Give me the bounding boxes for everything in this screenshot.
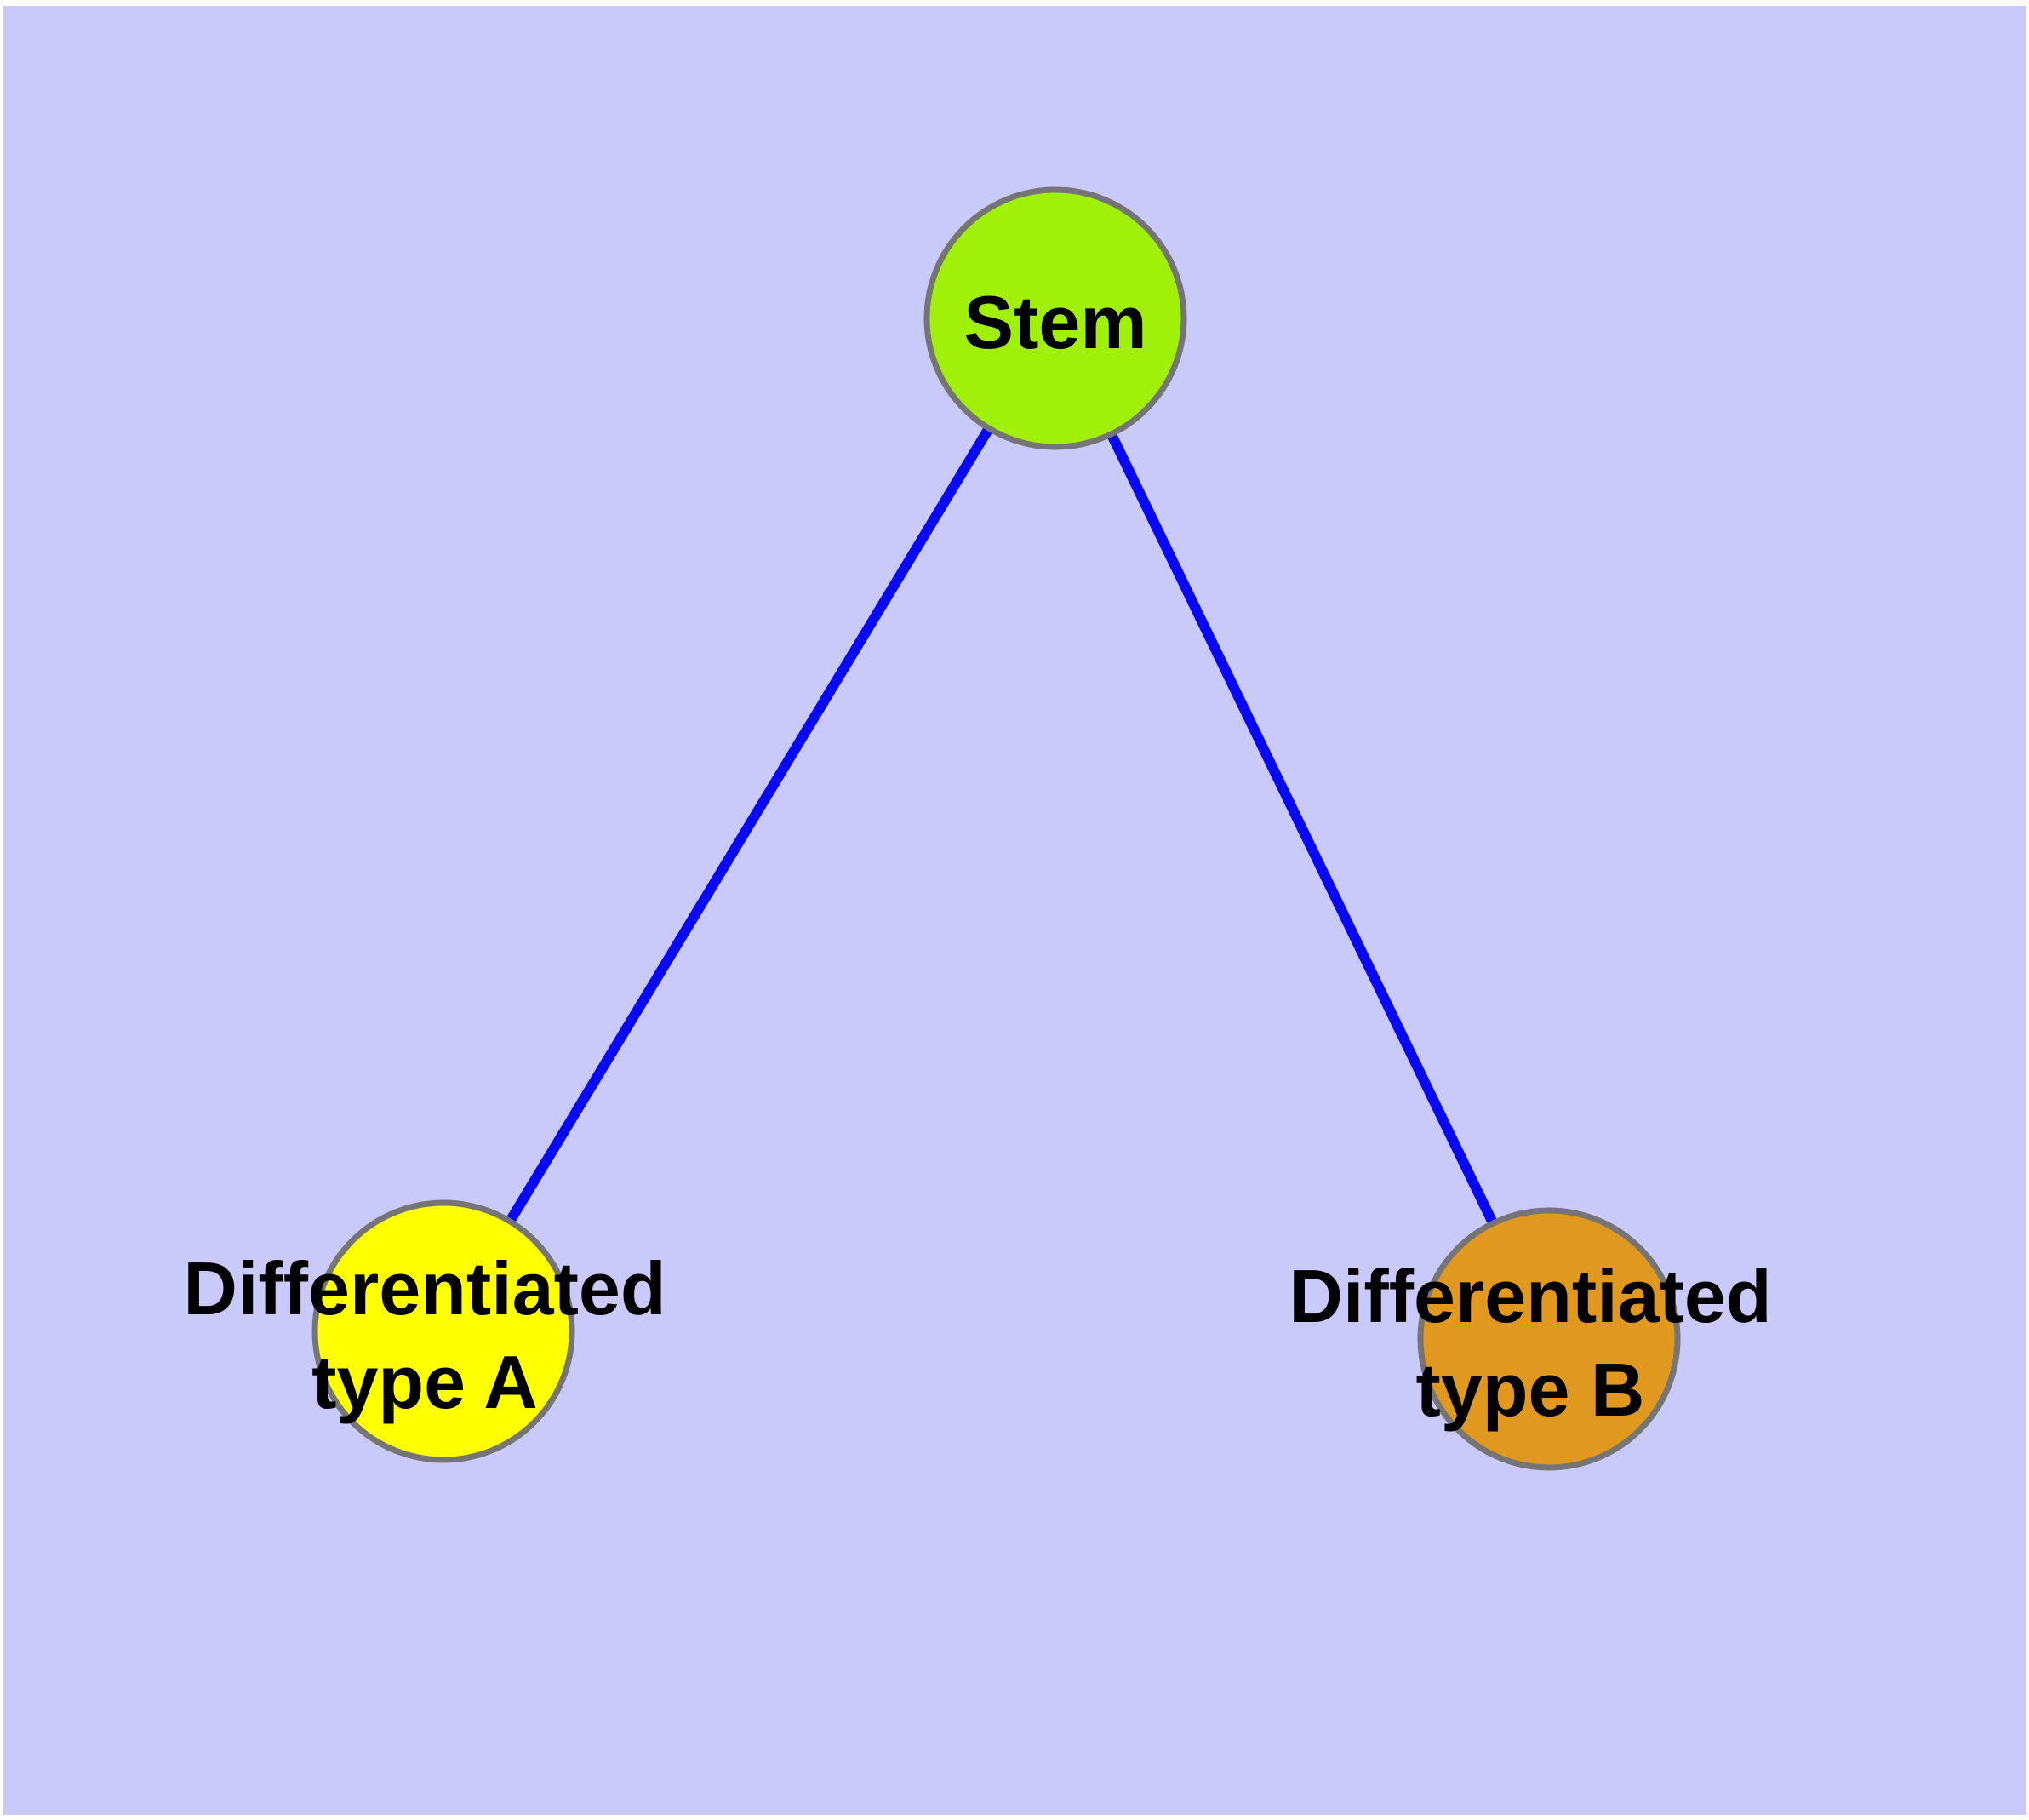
edge-stem-to-type-b <box>1050 316 1554 1342</box>
node-differentiated-type-a-label-line1: Differentiated <box>183 1246 666 1331</box>
node-stem-circle <box>923 186 1187 450</box>
node-differentiated-type-a-circle <box>311 1199 575 1463</box>
node-differentiated-type-b-label-line2: type B <box>1416 1348 1645 1432</box>
node-differentiated-type-b-label-line1: Differentiated <box>1289 1254 1771 1338</box>
node-differentiated-type-a: Differentiated type A <box>183 1199 666 1463</box>
node-stem-label: Stem <box>963 280 1146 364</box>
node-differentiated-type-b: Differentiated type B <box>1289 1207 1772 1471</box>
node-differentiated-type-b-circle <box>1417 1207 1681 1471</box>
edge-stem-to-type-a <box>438 315 1060 1335</box>
node-stem: Stem <box>923 186 1187 450</box>
node-differentiated-type-a-label-line2: type A <box>311 1340 538 1424</box>
